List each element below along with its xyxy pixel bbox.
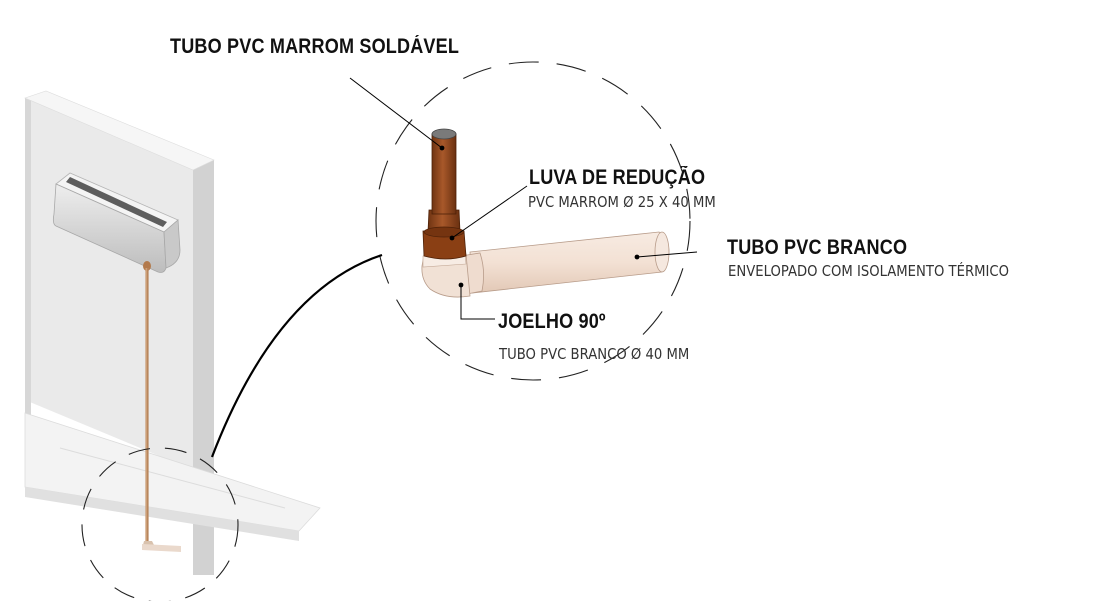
- leader-dots: [439, 145, 640, 288]
- drain-tube-down: [142, 268, 181, 552]
- brown-pipe-top: [431, 128, 457, 140]
- brown-pvc-pipe: [431, 133, 457, 215]
- label-white-pipe-title: TUBO PVC BRANCO: [727, 236, 908, 259]
- white-pipe-end: [654, 231, 670, 273]
- dot-white-pipe: [634, 254, 640, 260]
- reducer-sleeve: [422, 230, 467, 260]
- label-brown-pipe-title: TUBO PVC MARROM SOLDÁVEL: [170, 35, 460, 58]
- detail-circle-large: [375, 61, 691, 381]
- label-reducer-subtitle: PVC MARROM Ø 25 X 40 MM: [528, 193, 716, 211]
- leader-reducer: [451, 185, 528, 239]
- dot-brown-pipe: [439, 145, 445, 151]
- wall-left-edge: [25, 96, 31, 462]
- dot-elbow: [458, 282, 464, 288]
- detail-circle-small: [81, 447, 239, 601]
- dot-reducer: [449, 235, 455, 241]
- white-pvc-pipe: [469, 231, 670, 294]
- label-white-pipe-subtitle: ENVELOPADO COM ISOLAMENTO TÉRMICO: [728, 262, 1010, 280]
- reducer-rim: [423, 226, 465, 238]
- leader-lines: [349, 77, 698, 320]
- floor-groove: [59, 447, 286, 509]
- label-elbow-title: JOELHO 90º: [498, 310, 606, 333]
- wall-scene: [24, 90, 321, 575]
- leader-white-pipe: [636, 251, 698, 258]
- floor-slab-side: [25, 487, 299, 541]
- label-reducer-title: LUVA DE REDUÇÃO: [529, 166, 706, 189]
- detail-connector-line: [210, 253, 383, 458]
- ac-indoor-unit: [52, 172, 181, 273]
- leader-elbow: [460, 285, 495, 320]
- label-elbow-subtitle: TUBO PVC BRANCO Ø 40 MM: [499, 345, 690, 363]
- leader-brown-pipe: [349, 77, 443, 149]
- pipe-detail: [421, 128, 670, 298]
- wall-top-edge: [24, 90, 215, 171]
